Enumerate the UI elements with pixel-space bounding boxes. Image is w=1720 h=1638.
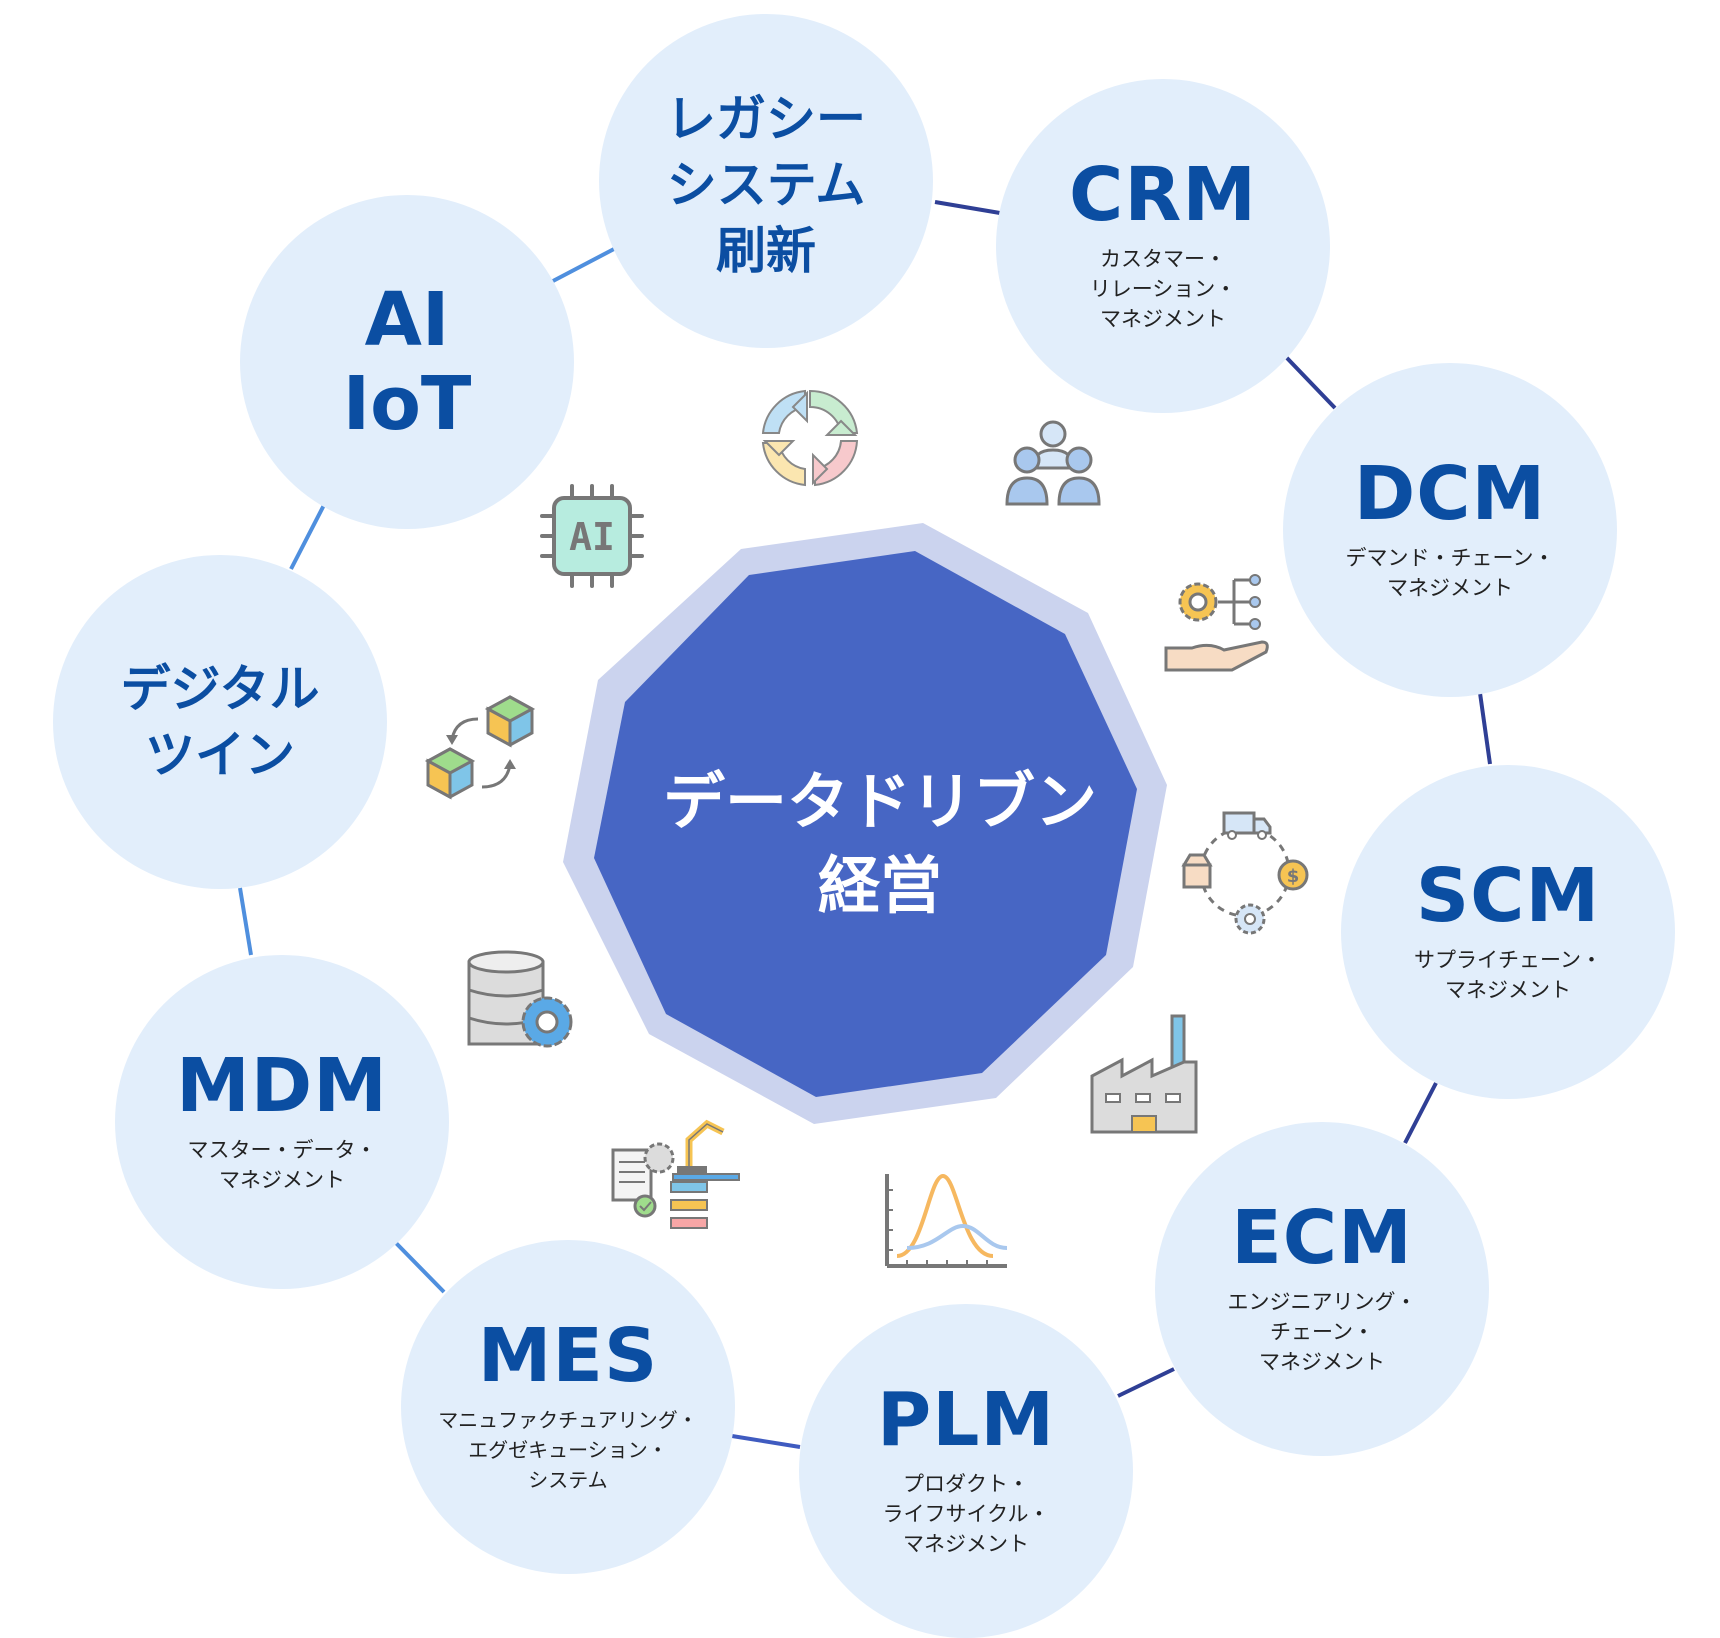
node-twin-label: デジタル ツイン [120,660,320,784]
connector-crm-dcm [1284,355,1337,410]
node-plm-abbr: PLM [876,1377,1056,1463]
node-scm-abbr: SCM [1415,853,1601,939]
node-scm[interactable]: SCM サプライチェーン・ マネジメント [1341,765,1675,1099]
node-dcm-full: デマンド・チェーン・ マネジメント [1345,546,1555,600]
factory-icon [1090,1014,1198,1134]
node-mdm-full: マスター・データ・ マネジメント [187,1138,377,1192]
ai-chip-text: AI [569,515,615,559]
connector-legacy-crm [934,200,1001,215]
connector-mes-mdm [393,1240,446,1294]
team-icon [1005,420,1101,506]
svg-text:$: $ [1287,866,1300,887]
connector-ai-legacy [552,247,615,283]
digital-twin-cubes-icon [424,695,536,800]
connector-ecm-plm [1117,1367,1175,1398]
node-crm[interactable]: CRM カスタマー・ リレーション・ マネジメント [996,79,1330,413]
node-mdm[interactable]: MDM マスター・データ・ マネジメント [115,955,449,1289]
node-ecm-full: エンジニアリング・ チェーン・ マネジメント [1227,1290,1417,1374]
supply-cycle-icon: $ [1181,811,1309,935]
connector-dcm-scm [1478,692,1492,765]
connector-scm-ecm [1403,1082,1438,1144]
node-mes[interactable]: MES マニュファクチュアリング・ エグゼキューション・ システム [401,1240,735,1574]
node-twin[interactable]: デジタル ツイン [53,555,387,889]
workflow-robot-icon [611,1119,740,1229]
ai-chip-icon: AI [540,484,644,588]
node-crm-full: カスタマー・ リレーション・ マネジメント [1089,247,1237,331]
center-octagon [594,551,1137,1097]
node-crm-abbr: CRM [1069,152,1257,238]
node-ecm[interactable]: ECM エンジニアリング・ チェーン・ マネジメント [1155,1122,1489,1456]
node-mes-full: マニュファクチュアリング・ エグゼキューション・ システム [438,1408,698,1492]
node-plm-full: プロダクト・ ライフサイクル・ マネジメント [882,1472,1050,1556]
refresh-cycle-icon [761,389,859,487]
node-scm-full: サプライチェーン・ マネジメント [1414,948,1602,1002]
node-legacy[interactable]: レガシー システム 刷新 [599,14,933,348]
distribution-chart-icon [885,1173,1008,1268]
database-gear-icon [467,950,573,1048]
node-mdm-abbr: MDM [176,1043,388,1129]
connector-twin-ai [289,504,326,570]
node-plm[interactable]: PLM プロダクト・ ライフサイクル・ マネジメント [799,1304,1133,1638]
node-ai[interactable]: AI IoT [240,195,574,529]
gear-hand-icon [1164,574,1269,672]
node-dcm[interactable]: DCM デマンド・チェーン・ マネジメント [1283,363,1617,697]
center-title: データドリブン 経営 [662,765,1097,922]
node-ai-label: AI IoT [342,277,472,447]
node-dcm-abbr: DCM [1353,451,1547,537]
connector-plm-mes [731,1434,801,1449]
node-mes-abbr: MES [477,1313,659,1399]
connector-mdm-twin [238,887,253,956]
node-legacy-label: レガシー システム 刷新 [666,90,866,280]
node-ecm-abbr: ECM [1231,1195,1413,1281]
